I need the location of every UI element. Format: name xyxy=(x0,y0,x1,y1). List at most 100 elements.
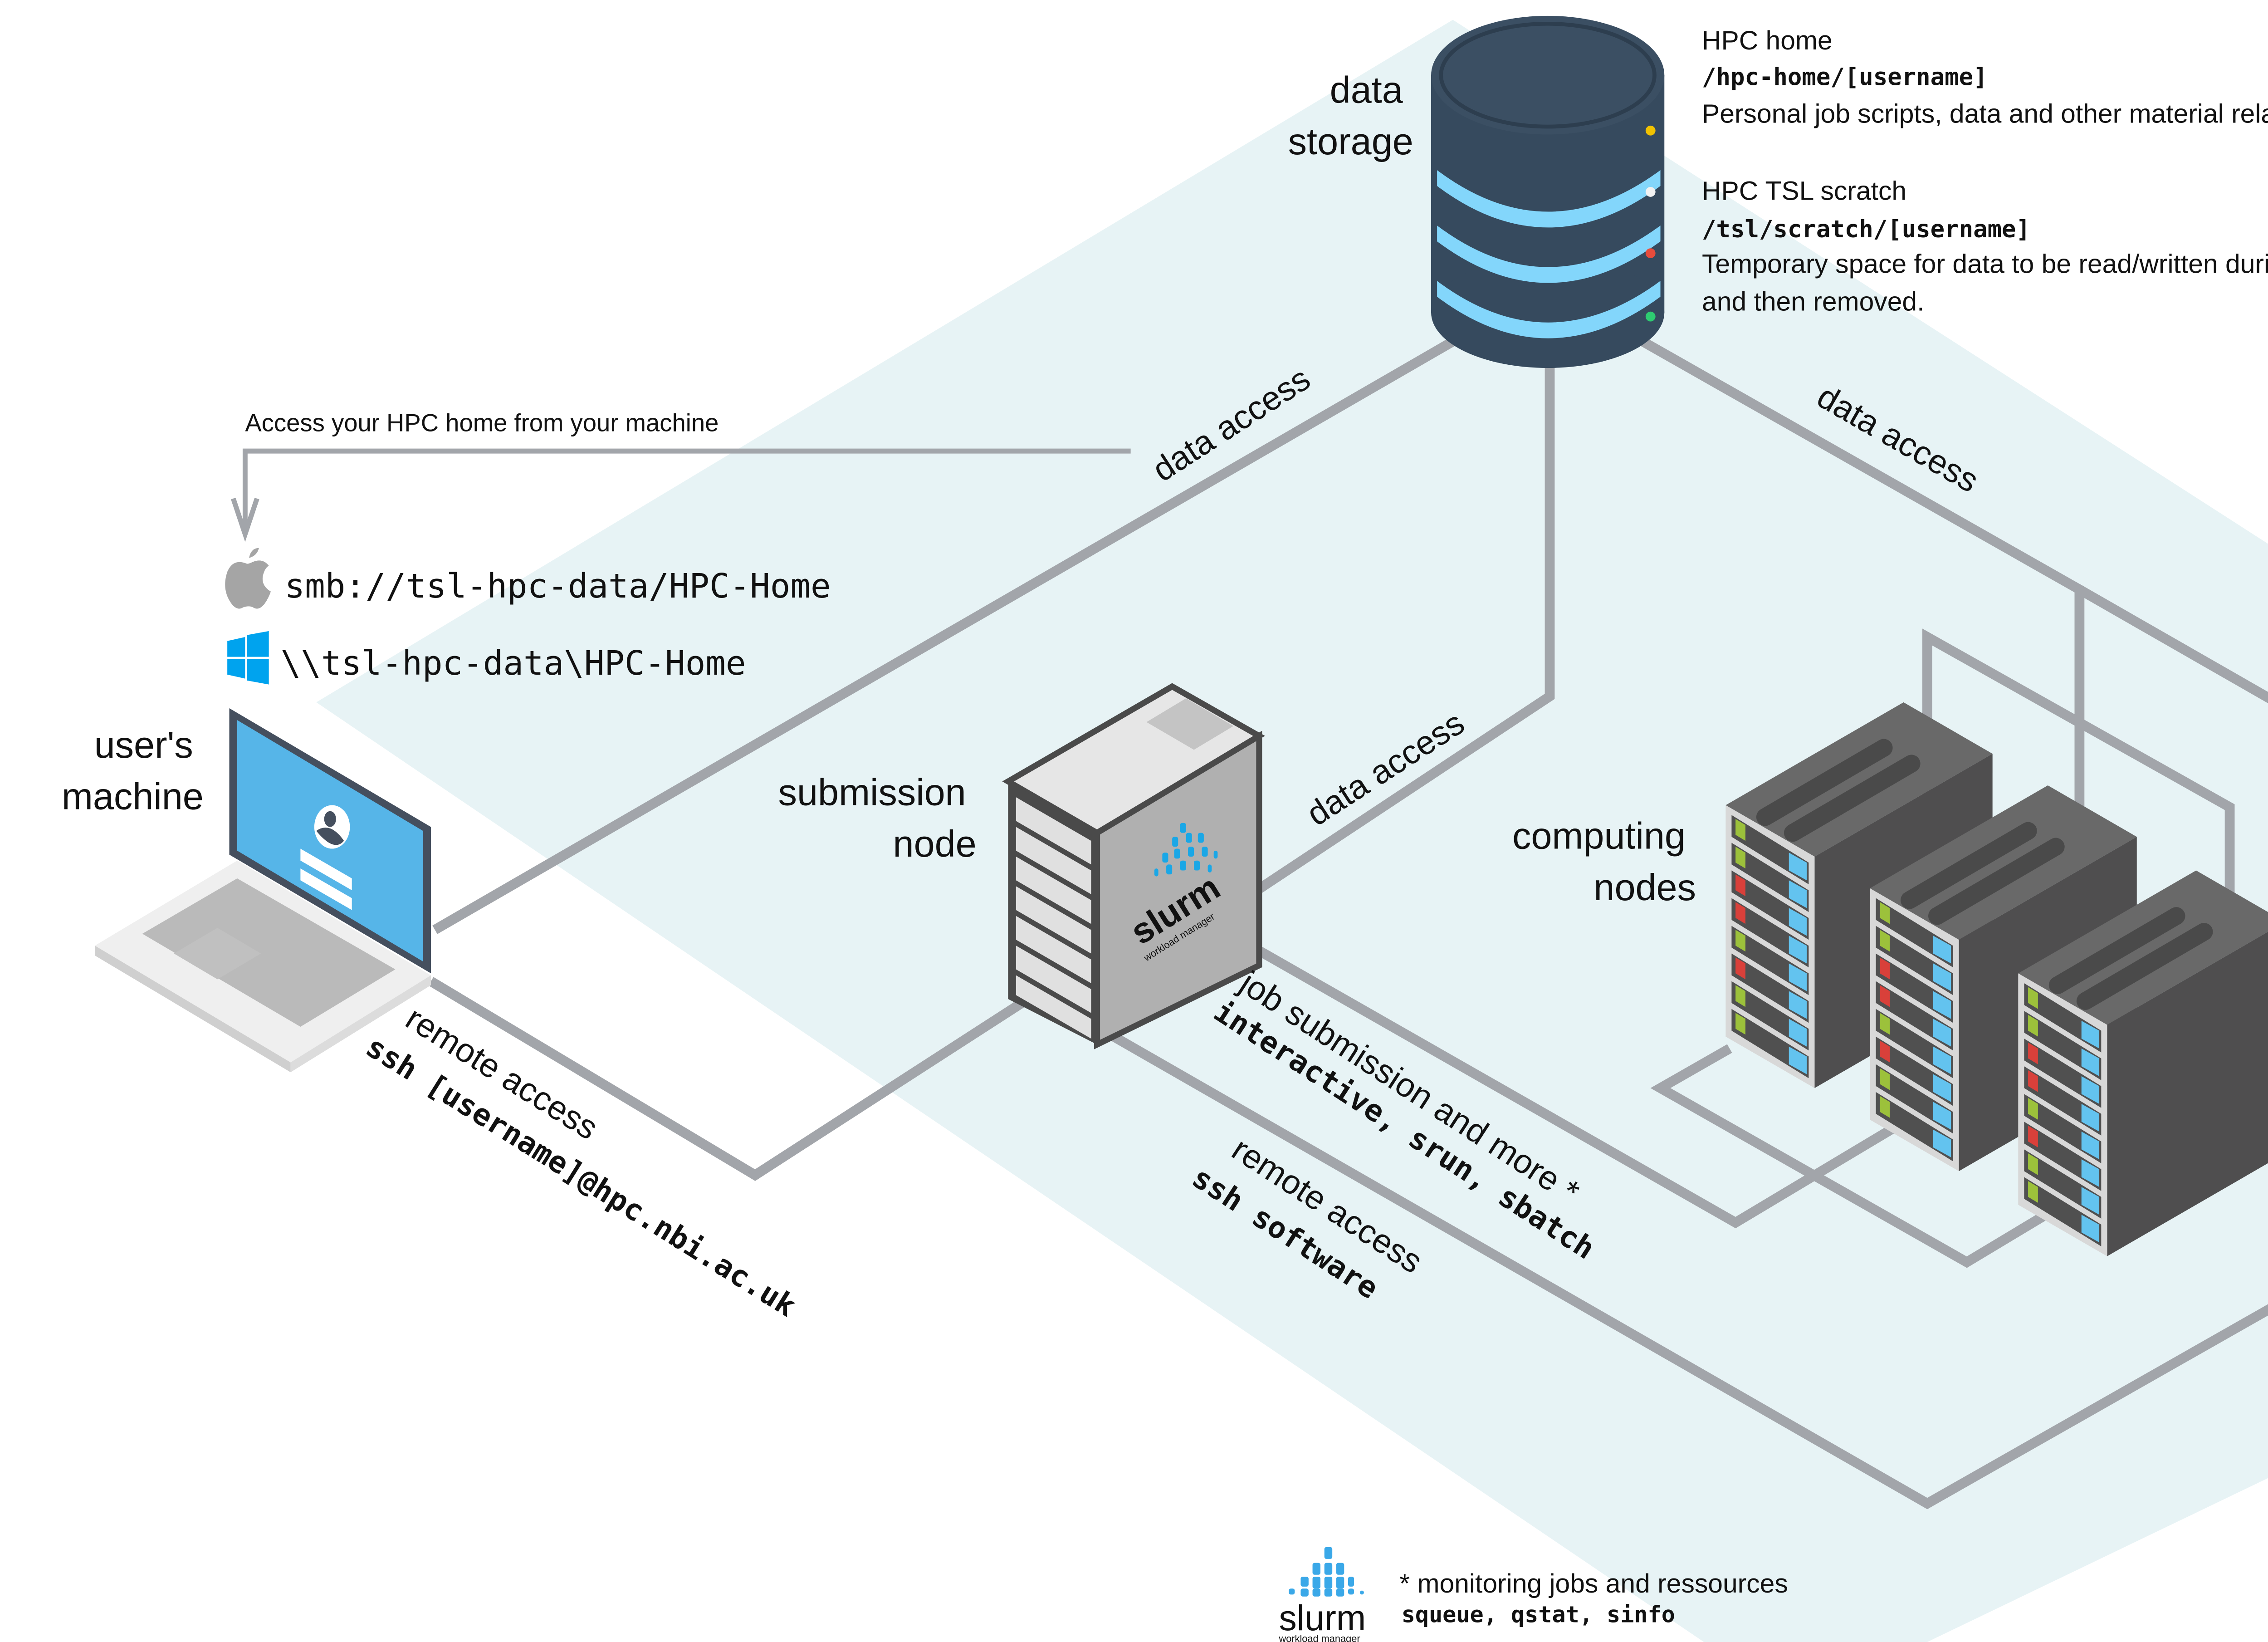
rack-unit-led xyxy=(1735,819,1745,841)
storage-led-green xyxy=(1645,311,1656,322)
rack-top xyxy=(1725,702,1993,857)
rack-unit-indicator xyxy=(1933,991,1951,1019)
wire-home-access xyxy=(242,448,1131,530)
storage-led-red xyxy=(1645,248,1656,259)
footnote-text: * monitoring jobs and ressources xyxy=(1399,1569,1788,1598)
wire-remote-access-user xyxy=(428,977,1031,1181)
rack-unit-indicator xyxy=(2081,1159,2099,1187)
rack-unit-led xyxy=(1735,847,1745,869)
rack-unit-led xyxy=(1735,985,1745,1007)
wire-data-access-user xyxy=(432,336,1457,934)
windows-icon xyxy=(227,631,269,685)
rack-unit-indicator xyxy=(1789,991,1807,1019)
rack-vent xyxy=(1928,838,2065,925)
rack-unit-indicator xyxy=(1789,880,1807,908)
rack-vent xyxy=(1756,739,1893,826)
rack-unit-led xyxy=(1735,930,1745,952)
rack-vent xyxy=(1784,755,1921,842)
submission-node-server-icon: slurm workload manager xyxy=(1002,683,1265,1049)
mac-smb-path[interactable]: smb://tsl-hpc-data/HPC-Home xyxy=(285,567,831,606)
rack-unit-led xyxy=(2028,1181,2038,1203)
rack-unit-indicator xyxy=(2081,1020,2099,1049)
rack-unit-led xyxy=(2028,1125,2038,1147)
rack-unit-indicator xyxy=(2081,1104,2099,1132)
arrow-home-access xyxy=(231,498,259,542)
rack-unit-indicator xyxy=(1933,936,1951,964)
rack-vent xyxy=(2076,923,2213,1010)
windows-unc-path[interactable]: \\tsl-hpc-data\HPC-Home xyxy=(281,644,746,683)
rack-unit-indicator xyxy=(1933,1129,1951,1157)
storage-descriptions: HPC home /hpc-home/[username] Personal j… xyxy=(1702,26,2268,317)
rack-unit-indicator xyxy=(2081,1132,2099,1160)
rack-unit-led xyxy=(2028,1098,2038,1120)
hpc-scratch-description-1: Temporary space for data to be read/writ… xyxy=(1702,250,2268,279)
rack-front xyxy=(2018,973,2107,1256)
wire-job-submission xyxy=(1255,945,1930,1229)
rack-unit-indicator xyxy=(1789,853,1807,881)
submission-node-label: submission node xyxy=(778,771,977,865)
hpc-plane xyxy=(316,20,2268,1642)
wire-compute-bottom-left xyxy=(1650,1044,2078,1268)
rack-unit-led xyxy=(1735,957,1745,980)
storage-led-white xyxy=(1645,187,1656,197)
rack-front xyxy=(1870,888,1959,1171)
hpc-scratch-path: /tsl/scratch/[username] xyxy=(1702,216,2030,243)
rack-unit-indicator xyxy=(1933,1074,1951,1102)
rack-unit-led xyxy=(2028,987,2038,1009)
rack-unit-indicator xyxy=(1933,1102,1951,1130)
hpc-home-description: Personal job scripts, data and other mat… xyxy=(1702,99,2268,128)
rack-unit-indicator xyxy=(1789,908,1807,936)
rack-top xyxy=(1870,785,2137,940)
rack-unit-led xyxy=(1880,1096,1890,1118)
computing-nodes-rack-icons xyxy=(1725,702,2268,1256)
wire-remote-access-software xyxy=(1104,1028,2268,1510)
computing-node-rack-3 xyxy=(2018,870,2268,1256)
footnote-slurm-subtext: workload manager xyxy=(1278,1633,1360,1642)
wire-data-access-software xyxy=(2077,585,2268,704)
rack-unit-led xyxy=(2028,1070,2038,1092)
rack-unit-led xyxy=(1880,957,1890,980)
rack-unit-led xyxy=(1880,1068,1890,1090)
footnote-slurm-text: slurm xyxy=(1279,1598,1366,1638)
rack-unit-indicator xyxy=(1789,1046,1807,1074)
footnote-slurm-logo: slurm workload manager xyxy=(1278,1547,1366,1642)
rack-unit-led xyxy=(1735,874,1745,897)
rack-unit-led xyxy=(2028,1153,2038,1175)
rack-unit-indicator xyxy=(1933,1019,1951,1047)
rack-unit-led xyxy=(1735,1013,1745,1035)
data-storage-label: data storage xyxy=(1288,69,1413,162)
apple-icon xyxy=(225,548,271,609)
rack-unit-led xyxy=(1880,930,1890,952)
rack-side xyxy=(2107,931,2268,1256)
rack-unit-led xyxy=(1880,985,1890,1007)
footnote-commands: squeue, qstat, sinfo xyxy=(1402,1601,1675,1627)
hpc-home-title: HPC home xyxy=(1702,26,1833,55)
rack-unit-indicator xyxy=(1933,1046,1951,1074)
rack-unit-indicator xyxy=(2081,1187,2099,1215)
home-access-caption: Access your HPC home from your machine xyxy=(245,409,719,437)
rack-vent xyxy=(1901,822,2037,909)
rack-top xyxy=(2018,870,2268,1025)
storage-led-yellow xyxy=(1645,125,1656,136)
computing-nodes-label: computing nodes xyxy=(1512,815,1696,908)
rack-unit-led xyxy=(1880,1040,1890,1063)
rack-unit-indicator xyxy=(2081,1048,2099,1076)
rack-unit-indicator xyxy=(1789,963,1807,991)
laptop-icon xyxy=(95,708,431,1073)
users-machine-label: user's machine xyxy=(62,724,204,817)
rack-unit-indicator xyxy=(1789,1019,1807,1047)
hpc-scratch-title: HPC TSL scratch xyxy=(1702,176,1906,206)
rack-unit-led xyxy=(2028,1042,2038,1064)
rack-unit-indicator xyxy=(2081,1215,2099,1243)
rack-unit-led xyxy=(1880,1013,1890,1035)
rack-unit-led xyxy=(1735,902,1745,924)
rack-unit-indicator xyxy=(2081,1076,2099,1104)
hpc-scratch-description-2: and then removed. xyxy=(1702,287,1924,317)
data-storage-icon xyxy=(1431,15,1665,368)
rack-unit-indicator xyxy=(1933,963,1951,991)
connection-wires xyxy=(231,336,2268,1510)
wire-data-access-submission xyxy=(1254,356,1555,895)
hpc-home-path: /hpc-home/[username] xyxy=(1702,63,1988,91)
rack-unit-led xyxy=(1880,902,1890,924)
